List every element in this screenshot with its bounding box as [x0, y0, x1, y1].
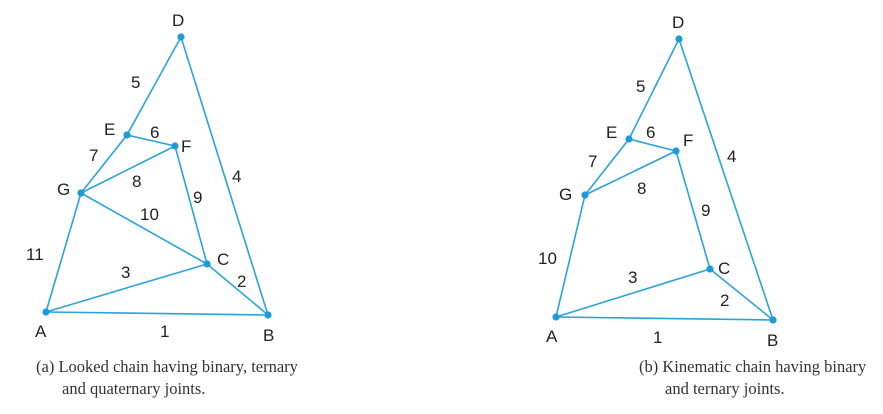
joint-label-g-b: G	[559, 185, 572, 204]
link-label-6-b: 6	[646, 123, 655, 142]
joint-b-a	[264, 311, 272, 319]
joint-label-d-b: D	[672, 13, 684, 32]
joint-e-b	[625, 135, 633, 143]
link-4-b	[678, 38, 774, 321]
link-label-7-a: 7	[89, 146, 98, 165]
joint-a-b	[552, 313, 560, 321]
joint-g-b	[581, 191, 589, 199]
link-label-3-b: 3	[628, 268, 637, 287]
link-label-3-a: 3	[121, 263, 130, 282]
joint-e-a	[123, 131, 131, 139]
joint-c-a	[203, 260, 211, 268]
link-label-1-a: 1	[160, 322, 169, 341]
joint-label-d-a: D	[172, 11, 184, 30]
link-4-a	[180, 36, 269, 316]
caption-b-tag: (b)	[639, 357, 659, 376]
joint-f-a	[171, 142, 179, 150]
joint-c-b	[706, 265, 714, 273]
joint-a-a	[42, 308, 50, 316]
joint-label-e-a: E	[104, 120, 115, 139]
joint-label-a-a: A	[35, 322, 47, 341]
joint-label-b-b: B	[767, 331, 778, 350]
link-10-a	[80, 192, 208, 265]
link-label-4-b: 4	[727, 147, 736, 166]
caption-a: (a) Looked chain having binary, ternary …	[36, 356, 336, 400]
link-label-2-b: 2	[720, 291, 729, 310]
link-8-b	[584, 150, 677, 196]
link-label-5-b: 5	[636, 77, 645, 96]
link-label-1-b: 1	[653, 328, 662, 347]
link-5-a	[126, 36, 182, 136]
joint-label-g-a: G	[57, 180, 70, 199]
link-label-7-b: 7	[588, 152, 597, 171]
link-10-b	[555, 194, 586, 318]
diagram-a: A B C D E F G 1 2 3 4 5 6 7 8 9 10 11	[26, 11, 274, 345]
joint-label-a-b: A	[546, 327, 558, 346]
link-9-b	[675, 150, 711, 270]
link-1-a	[45, 311, 269, 316]
link-7-a	[80, 134, 128, 194]
joint-d-b	[675, 35, 683, 43]
joint-label-c-a: C	[217, 250, 229, 269]
joint-b-b	[769, 316, 777, 324]
caption-b: (b) Kinematic chain having binary and te…	[639, 356, 879, 400]
joint-label-b-a: B	[263, 326, 274, 345]
link-8-a	[80, 145, 176, 194]
joint-label-e-b: E	[606, 123, 617, 142]
link-label-6-a: 6	[150, 123, 159, 142]
link-2-a	[206, 263, 269, 316]
link-label-10-b: 10	[538, 249, 557, 268]
link-6-b	[628, 138, 677, 152]
joint-label-f-b: F	[683, 131, 693, 150]
link-label-9-a: 9	[193, 188, 202, 207]
link-label-9-b: 9	[701, 201, 710, 220]
link-7-b	[584, 138, 630, 196]
joint-label-f-a: F	[181, 137, 191, 156]
caption-b-text-1: Kinematic chain having binary	[662, 357, 867, 376]
link-2-b	[709, 268, 774, 321]
caption-a-text-1: Looked chain having binary, ternary	[58, 357, 298, 376]
diagram-b: A B C D E F G 1 2 3 4 5 6 7 8 9 10	[538, 13, 778, 350]
caption-b-line-1: (b) Kinematic chain having binary	[639, 356, 879, 378]
caption-a-text-2: and quaternary joints.	[62, 379, 206, 398]
link-label-2-a: 2	[237, 272, 246, 291]
link-11-a	[45, 192, 82, 313]
link-label-4-a: 4	[232, 167, 241, 186]
joint-g-a	[77, 189, 85, 197]
joint-f-b	[672, 147, 680, 155]
caption-a-line-2: and quaternary joints.	[36, 378, 336, 400]
link-label-8-a: 8	[132, 172, 141, 191]
link-9-a	[174, 145, 208, 265]
link-1-b	[555, 316, 774, 321]
caption-a-tag: (a)	[36, 357, 55, 376]
caption-a-line-1: (a) Looked chain having binary, ternary	[36, 356, 336, 378]
caption-b-text-2: and ternary joints.	[665, 379, 785, 398]
link-label-8-b: 8	[637, 179, 646, 198]
link-6-a	[126, 134, 176, 147]
caption-b-line-2: and ternary joints.	[639, 378, 879, 400]
joint-label-c-b: C	[718, 259, 730, 278]
link-label-5-a: 5	[131, 73, 140, 92]
joint-d-a	[177, 33, 185, 41]
link-3-a	[45, 263, 208, 313]
link-3-b	[555, 268, 711, 318]
link-label-10-a: 10	[140, 205, 159, 224]
link-5-b	[628, 38, 680, 140]
link-label-11-a: 11	[26, 245, 44, 264]
